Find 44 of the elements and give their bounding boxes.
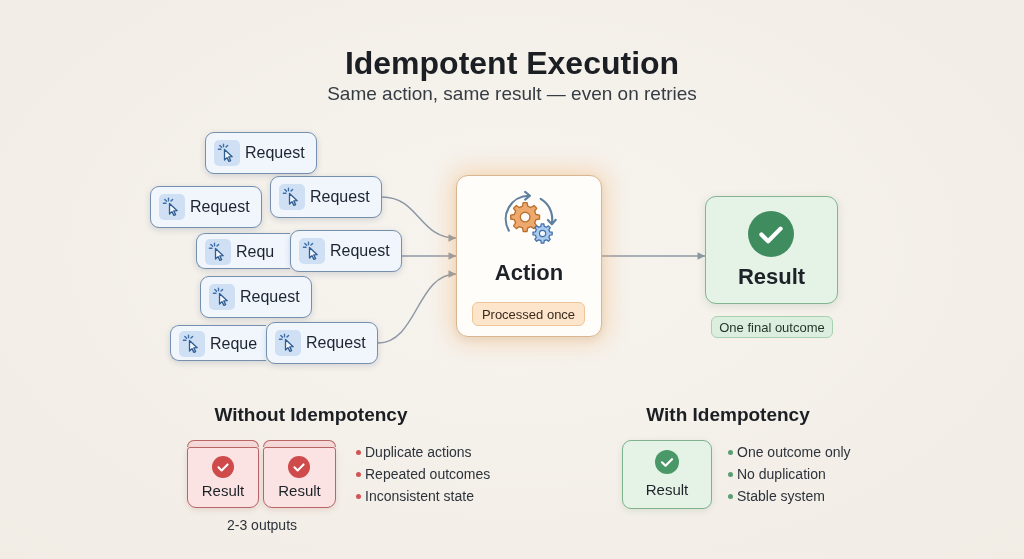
bullet-text: One outcome only	[737, 444, 851, 461]
action-label: Action	[494, 260, 564, 286]
request-card	[270, 176, 382, 218]
request-card	[150, 186, 262, 228]
bullet-text: No duplication	[737, 466, 826, 483]
request-label: Request	[240, 287, 300, 306]
arrow	[401, 252, 457, 260]
bullet-text: Repeated outcomes	[365, 466, 491, 483]
result-card	[622, 440, 712, 509]
result-label: Result	[645, 481, 689, 499]
bullet-text: Duplicate actions	[365, 444, 472, 461]
bullet-text: Inconsistent state	[365, 488, 474, 505]
request-label: Requ	[236, 241, 275, 261]
stacked-card	[263, 440, 336, 447]
arrow	[377, 271, 457, 344]
result-label: Result	[201, 482, 245, 500]
result-card	[187, 447, 259, 508]
status-tag: Processed once	[472, 302, 585, 326]
result-label: Result	[737, 264, 806, 290]
title: Idempotent Execution	[344, 44, 680, 82]
section-heading: With Idempotency	[646, 403, 810, 426]
result-card	[263, 447, 336, 508]
request-card	[266, 322, 378, 364]
request-card	[200, 276, 312, 318]
request-label: Reque	[210, 333, 258, 353]
request-label: Request	[306, 333, 366, 352]
subtitle: Same action, same result — even on retries	[327, 82, 697, 105]
request-card	[196, 233, 290, 269]
request-card	[170, 325, 266, 361]
request-card	[290, 230, 402, 272]
request-card	[205, 132, 317, 174]
action-card	[456, 175, 602, 337]
result-label: Result	[278, 482, 321, 500]
arrow	[601, 252, 706, 260]
request-label: Request	[310, 187, 370, 206]
section-heading: Without Idempotency	[214, 403, 408, 426]
result-card	[705, 196, 838, 304]
outcome-tag: One final outcome	[711, 316, 833, 338]
bullet-text: Stable system	[737, 488, 825, 505]
request-label: Request	[330, 241, 390, 260]
request-label: Request	[245, 143, 305, 162]
arrow	[381, 196, 457, 241]
request-label: Request	[190, 197, 250, 216]
note-text: 2-3 outputs	[226, 517, 298, 534]
